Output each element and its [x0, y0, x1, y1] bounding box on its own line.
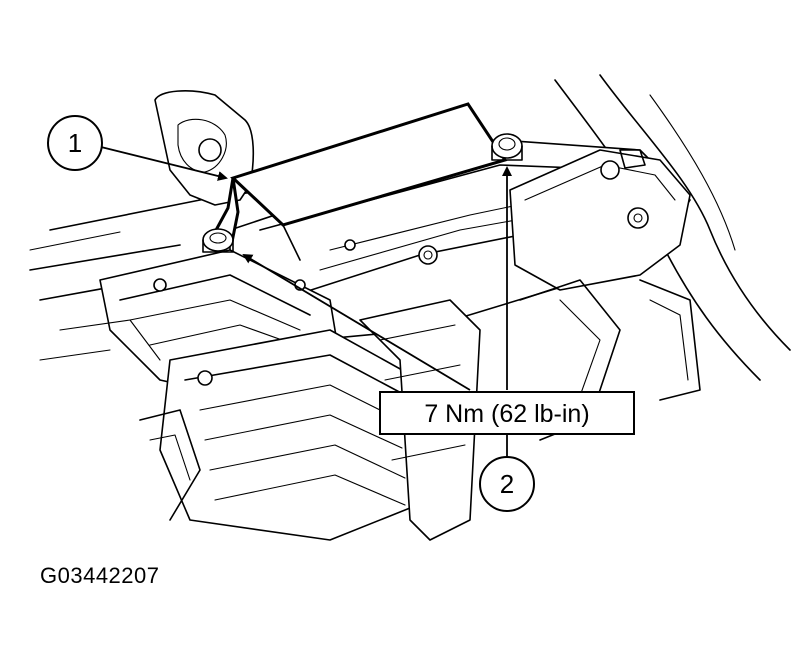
- torque-spec-label: 7 Nm (62 lb-in): [424, 400, 589, 428]
- lower-bolt: [202, 228, 234, 253]
- callout-1: 1: [47, 115, 103, 171]
- callout-1-leader: [100, 146, 228, 181]
- callout-2: 2: [479, 456, 535, 512]
- callout-1-label: 1: [68, 128, 82, 158]
- callout-2-label: 2: [500, 469, 514, 499]
- torque-spec-box: 7 Nm (62 lb-in): [379, 391, 635, 435]
- vehicle-structure: [29, 74, 791, 541]
- figure-id: G03442207: [40, 563, 160, 588]
- torque-leader-lower-bolt: [242, 253, 471, 391]
- upper-bolt: [491, 133, 523, 161]
